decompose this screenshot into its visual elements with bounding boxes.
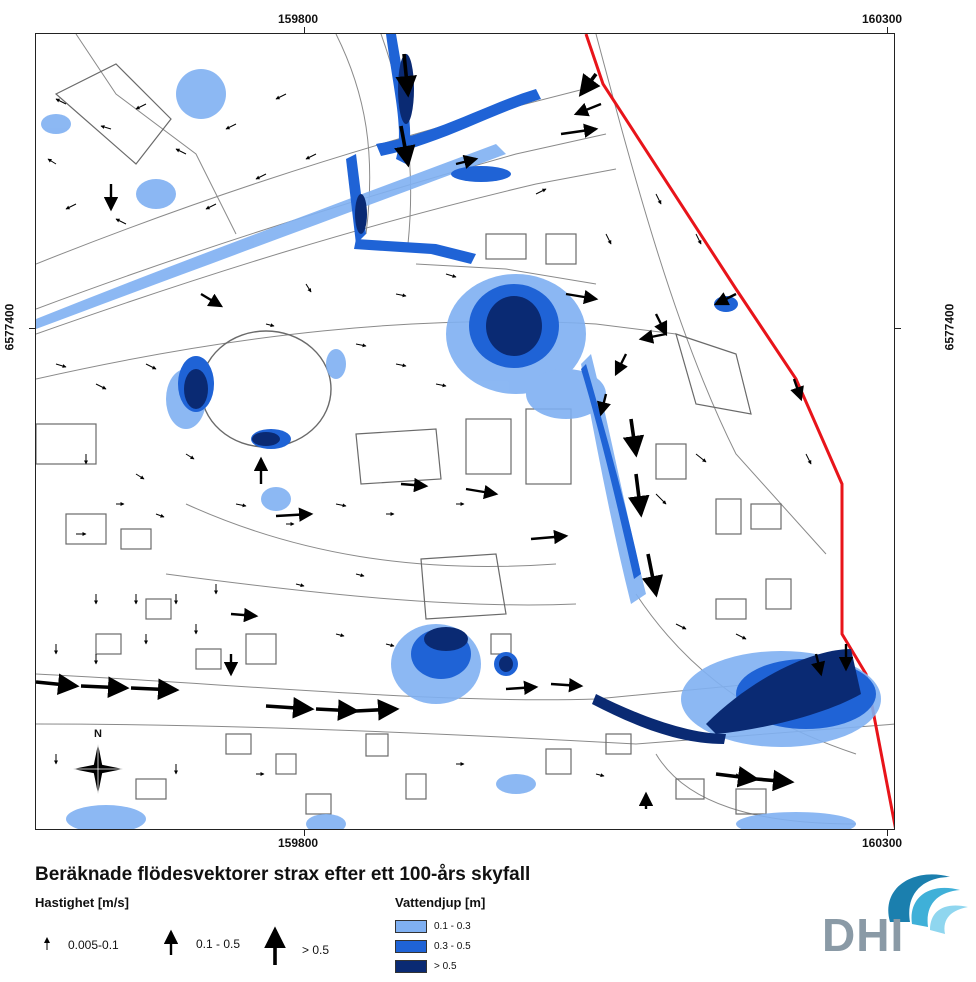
- study-area-boundary: [584, 34, 894, 829]
- tick: [304, 830, 305, 836]
- depth-class-label-high: > 0.5: [434, 961, 457, 972]
- dhi-logo-text: DHI: [822, 909, 905, 961]
- flow-vectors: [36, 53, 854, 809]
- tick: [887, 27, 888, 33]
- depth-class-high: [184, 54, 861, 744]
- coord-top-160300: 160300: [862, 12, 903, 26]
- flood-map[interactable]: N: [35, 33, 895, 830]
- velocity-class-mid: 0.1 - 0.5: [196, 937, 241, 951]
- velocity-legend-arrows: [44, 926, 286, 965]
- velocity-legend-heading: Hastighet [m/s]: [35, 895, 129, 910]
- depth-legend-heading: Vattendjup [m]: [395, 895, 486, 910]
- tick: [895, 328, 901, 329]
- coord-left-6577400: 6577400: [2, 303, 17, 351]
- depth-swatch-high: [395, 960, 427, 973]
- north-arrow-icon: [73, 744, 123, 794]
- depth-swatch-low: [395, 920, 427, 933]
- tick: [887, 830, 888, 836]
- map-title: Beräknade flödesvektorer strax efter ett…: [35, 864, 531, 885]
- dhi-wave-icon: [888, 874, 968, 934]
- coord-right-6577400: 6577400: [942, 303, 957, 351]
- depth-class-label-low: 0.1 - 0.3: [434, 921, 471, 932]
- north-arrow-label: N: [94, 728, 102, 740]
- depth-swatch-mid: [395, 940, 427, 953]
- dhi-logo: DHI: [820, 862, 970, 977]
- coord-bottom-160300: 160300: [862, 836, 903, 850]
- coord-bottom-159800: 159800: [278, 836, 319, 850]
- depth-class-label-mid: 0.3 - 0.5: [434, 941, 471, 952]
- velocity-class-low: 0.005-0.1: [68, 938, 119, 952]
- map-canvas: [36, 34, 894, 829]
- tick: [304, 27, 305, 33]
- tick: [29, 328, 35, 329]
- coord-top-159800: 159800: [278, 12, 319, 26]
- velocity-class-high: > 0.5: [302, 943, 330, 957]
